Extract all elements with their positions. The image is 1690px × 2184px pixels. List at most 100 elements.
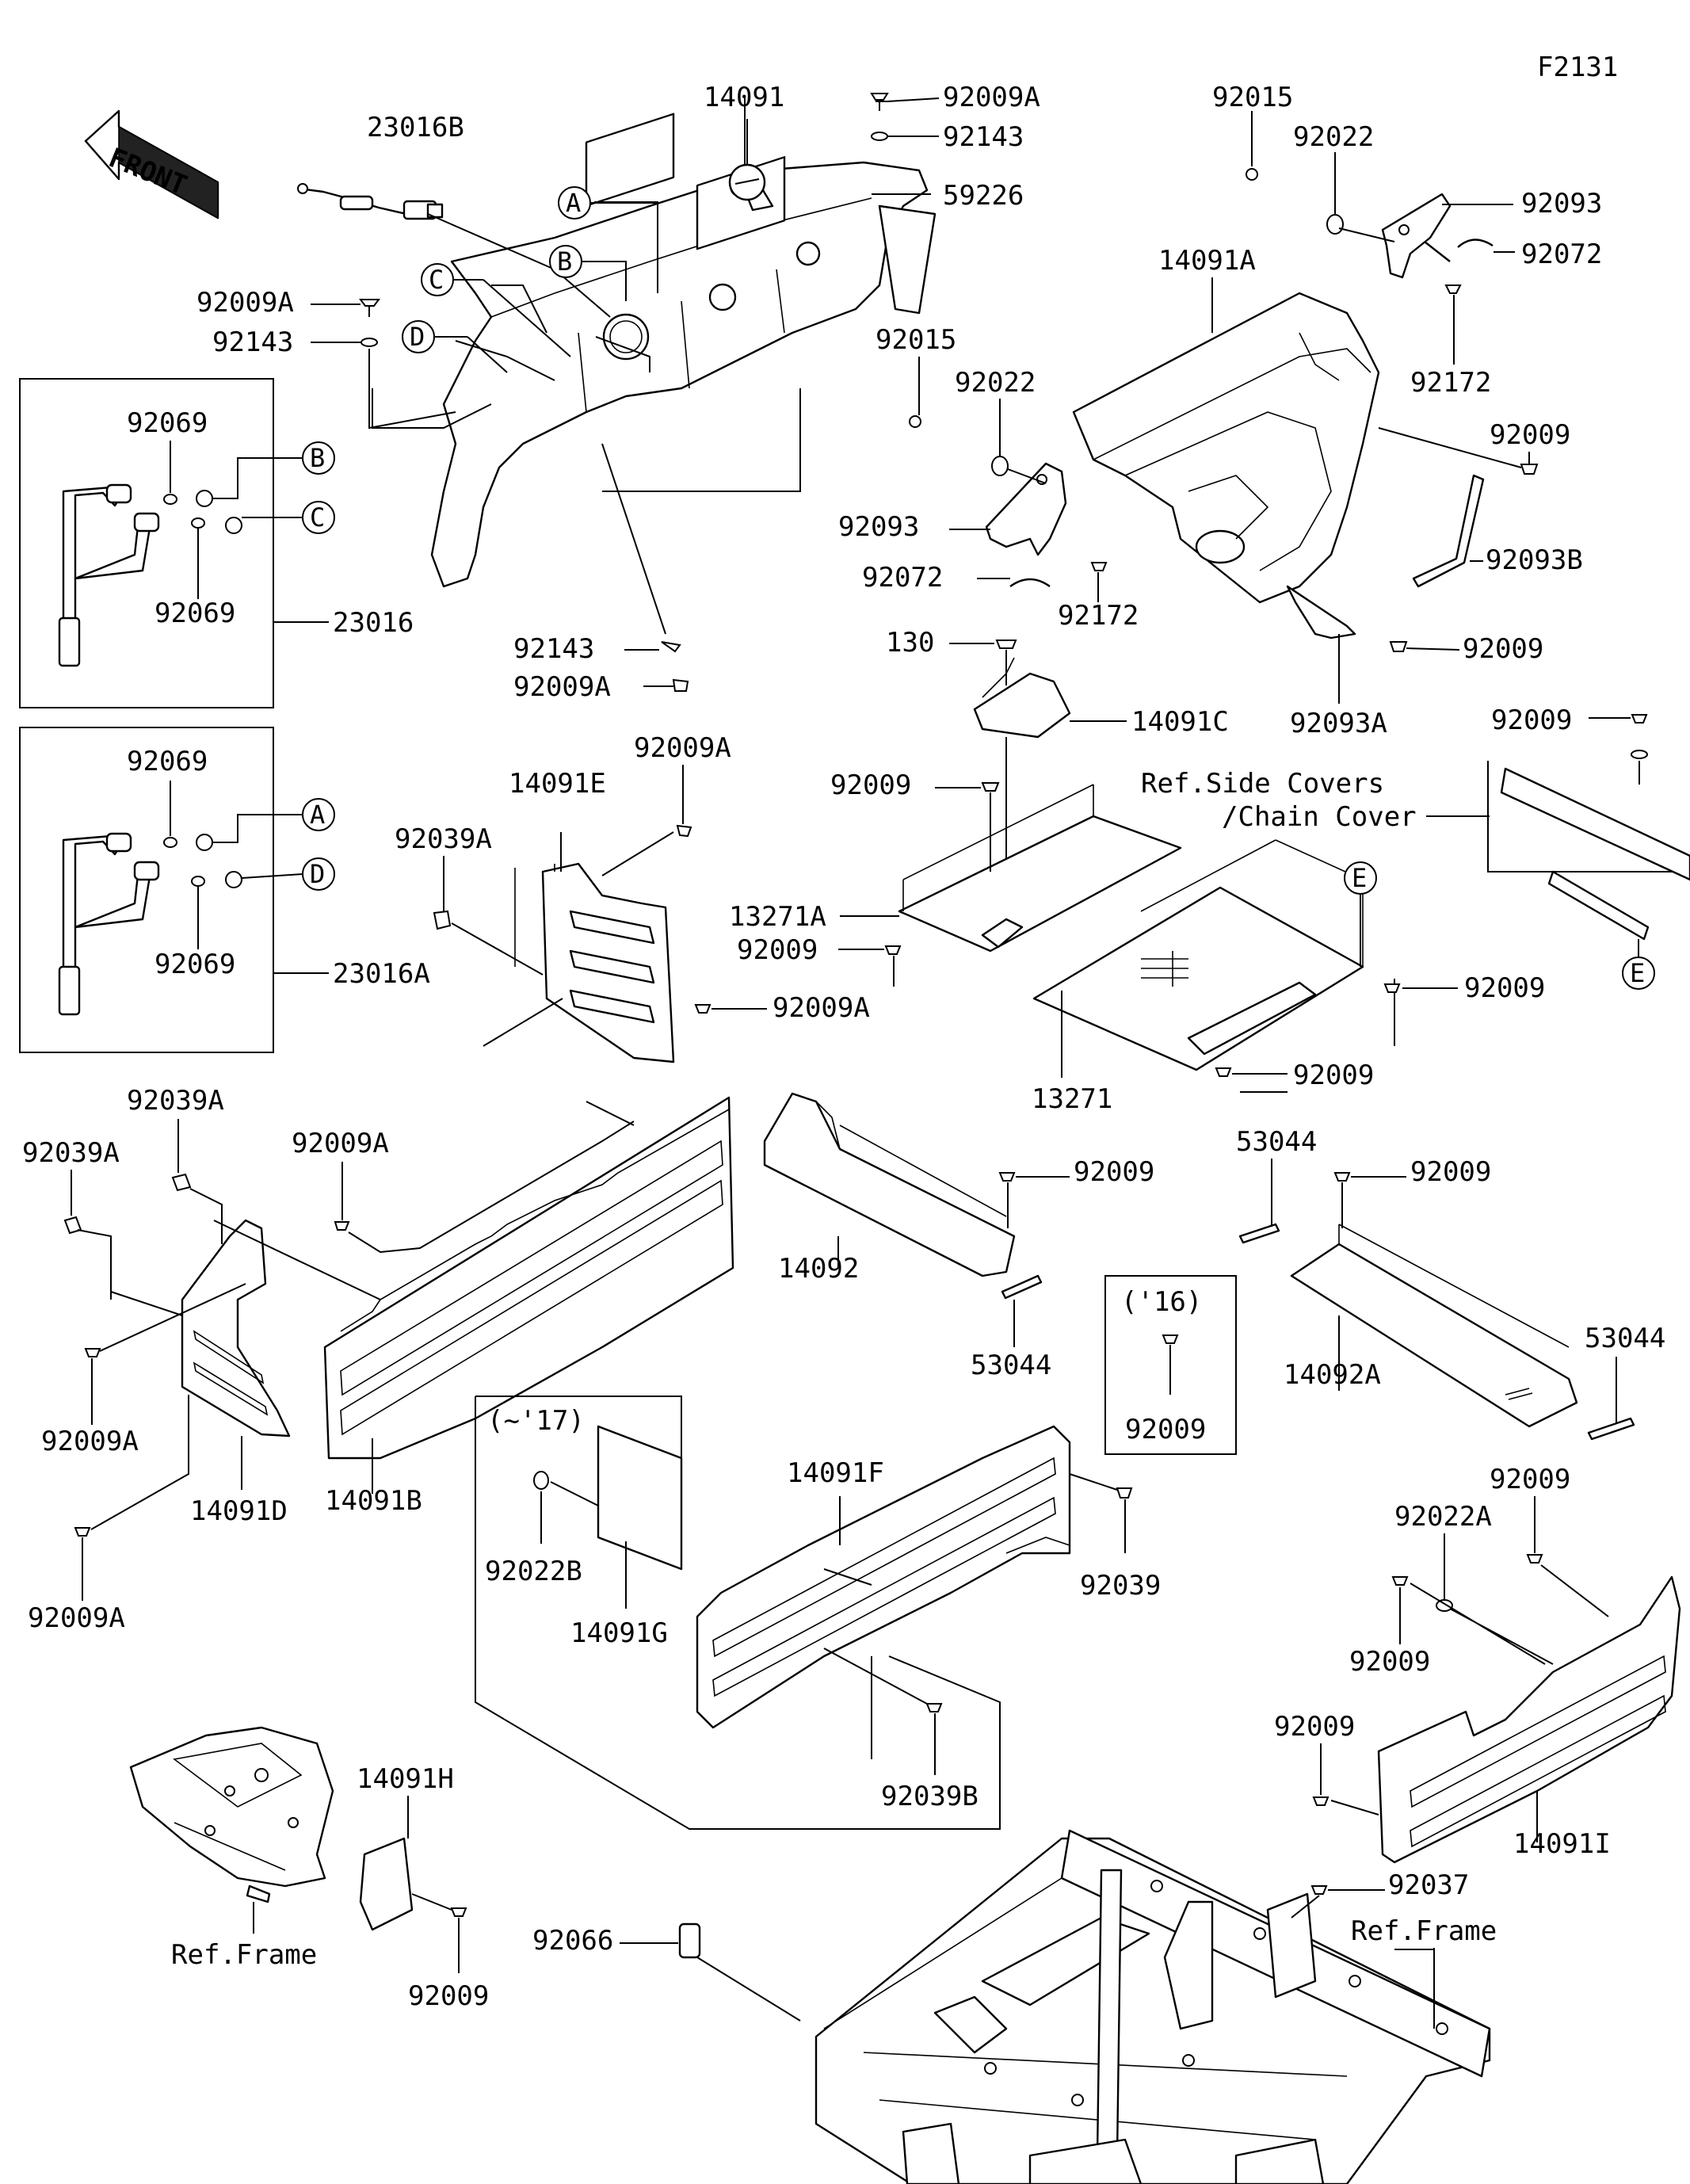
callout-e-right: E: [1630, 958, 1645, 988]
label-14091b: 14091B: [325, 1485, 422, 1517]
label-14091e: 14091E: [509, 768, 606, 800]
frame-ref-bottom: [814, 1829, 1491, 2184]
label-92039a-e: 92039A: [395, 823, 492, 855]
side-cover-ref: E: [1487, 714, 1690, 990]
label-92009a-b: 92009A: [292, 1128, 389, 1159]
harness-23016: B C: [58, 441, 335, 667]
tray-14091a: [1072, 292, 1380, 604]
label-92022a: 92022A: [1394, 1501, 1492, 1533]
label-53044-c: 53044: [1585, 1323, 1665, 1354]
label-130: 130: [886, 627, 934, 659]
ref-side-covers-2: /Chain Cover: [1222, 801, 1417, 833]
label-year-17: (~'17): [487, 1405, 585, 1437]
label-53044-b: 53044: [1236, 1126, 1317, 1158]
box-16: [1104, 1275, 1237, 1455]
label-14091i: 14091I: [1513, 1828, 1611, 1860]
label-92022-mid: 92022: [955, 367, 1036, 399]
label-92143-bottom: 92143: [513, 633, 594, 665]
label-59226: 59226: [943, 180, 1024, 212]
label-92069-a2: 92069: [155, 598, 235, 629]
label-92009-i1: 92009: [1490, 1464, 1570, 1495]
label-92069-b2: 92069: [155, 949, 235, 980]
cable-23016b: [297, 183, 444, 220]
label-92009a-bottom: 92009A: [513, 671, 611, 703]
label-92066: 92066: [532, 1925, 613, 1957]
label-23016: 23016: [333, 607, 414, 639]
ref-frame-right: Ref.Frame: [1351, 1915, 1497, 1947]
label-92172-top: 92172: [1410, 367, 1491, 399]
label-92009-i3: 92009: [1274, 1711, 1355, 1743]
ref-side-covers-1: Ref.Side Covers: [1141, 768, 1384, 800]
label-14091c: 14091C: [1131, 706, 1229, 738]
label-14091f: 14091F: [787, 1457, 884, 1489]
svg-text:D: D: [410, 322, 425, 352]
label-92093-top: 92093: [1521, 188, 1602, 220]
label-92015-mid: 92015: [876, 324, 956, 356]
callout-a-left: A: [310, 800, 325, 830]
label-92009-c1: 92009: [830, 769, 911, 801]
label-92009-c3: 92009: [1464, 972, 1545, 1004]
label-92093a: 92093A: [1290, 708, 1387, 739]
svg-text:A: A: [566, 188, 581, 218]
label-23016a: 23016A: [333, 958, 430, 990]
brackets-92093ab: [1286, 427, 1539, 704]
label-92009-c4: 92009: [1293, 1060, 1374, 1091]
label-year-16: ('16): [1121, 1286, 1202, 1318]
label-14091d: 14091D: [190, 1495, 288, 1527]
label-92009a-top: 92009A: [943, 82, 1040, 113]
frame-ref-left: [129, 1726, 334, 1934]
label-92069-a1: 92069: [127, 407, 208, 439]
label-92093b: 92093B: [1486, 544, 1583, 576]
label-92022b: 92022B: [485, 1556, 582, 1587]
fasteners-bottom: [620, 1885, 1435, 2029]
label-14091a: 14091A: [1158, 245, 1256, 277]
callout-a-top: A: [558, 186, 658, 220]
label-92039a-d2: 92039A: [127, 1085, 224, 1117]
fastener-92009a-top: [870, 93, 889, 141]
plate-13271a: [838, 782, 1182, 987]
label-14091h: 14091H: [357, 1763, 454, 1795]
harness-23016a: A D: [58, 781, 335, 1016]
label-92009-r1: 92009: [1490, 419, 1570, 451]
label-14092: 14092: [778, 1253, 859, 1285]
label-92069-b1: 92069: [127, 746, 208, 777]
box-17: [475, 1396, 1001, 1830]
ref-frame-left: Ref.Frame: [171, 1939, 317, 1971]
label-92009-c2: 92009: [737, 934, 818, 966]
label-92009a-e2: 92009A: [773, 992, 870, 1024]
label-92009a-e1: 92009A: [634, 732, 731, 764]
label-92009a-d1: 92009A: [41, 1426, 139, 1457]
label-92009-e: 92009: [1491, 704, 1572, 736]
panel-14091g: [533, 1425, 683, 1609]
cover-14091c: [949, 640, 1127, 860]
tray-14092: [763, 1092, 1070, 1347]
label-92009-h: 92009: [408, 1980, 489, 2012]
label-92143-top: 92143: [943, 121, 1024, 153]
callout-b-top: B: [549, 245, 626, 278]
bracket-14091h: [359, 1796, 467, 1973]
label-13271: 13271: [1032, 1083, 1112, 1115]
label-23016b: 23016B: [367, 112, 464, 143]
label-14091g: 14091G: [570, 1617, 668, 1649]
panel-14091f: [696, 1425, 1133, 1775]
panel-14091i: [1312, 1496, 1681, 1864]
label-92009-14092a: 92009: [1410, 1156, 1491, 1188]
callout-b-left: B: [310, 443, 325, 473]
label-92009-16: 92009: [1125, 1414, 1206, 1445]
callout-e-mid: E: [1344, 861, 1377, 967]
label-13271a: 13271A: [729, 901, 826, 933]
label-92009a-left: 92009A: [196, 287, 294, 319]
figure-id: F2131: [1537, 52, 1618, 83]
bracket-92093-top: [1246, 111, 1515, 365]
bracket-92093-mid: [909, 357, 1108, 602]
svg-text:B: B: [557, 246, 572, 277]
label-92093-mid: 92093: [838, 511, 919, 543]
callout-d-top: D: [402, 320, 508, 373]
label-92009-14092: 92009: [1074, 1156, 1154, 1188]
tray-14092a: [1238, 1159, 1635, 1441]
label-92172-mid: 92172: [1058, 600, 1139, 632]
plug-14091: [728, 119, 766, 201]
panel-14091b: [323, 1096, 734, 1494]
label-92022-top: 92022: [1293, 121, 1374, 153]
